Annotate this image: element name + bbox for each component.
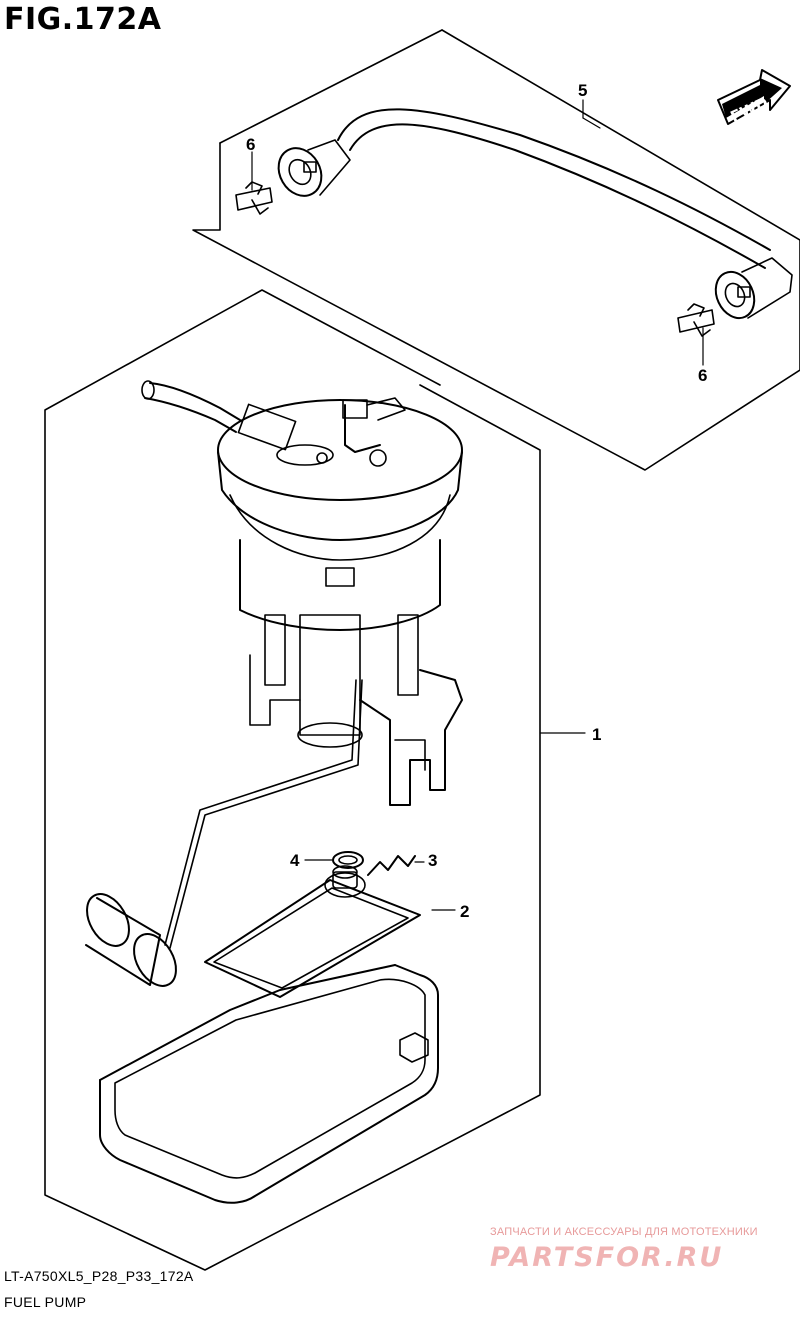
leader-lines [251,99,704,911]
pump-assembly-panel [44,289,541,1271]
callouts: 5 6 6 1 2 3 4 [246,81,707,921]
o-ring [332,851,364,869]
callout-4: 4 [290,851,300,870]
callout-1: 1 [592,725,601,744]
filter-plate [204,865,421,998]
hose-clamp-upper [235,181,273,215]
fuel-pump [85,380,463,987]
callout-2: 2 [460,902,469,921]
diagram-code: LT-A750XL5_P28_P33_172A [4,1268,194,1284]
diagram-name: FUEL PUMP [4,1294,87,1310]
watermark-tagline: ЗАПЧАСТИ И АКСЕССУАРЫ ДЛЯ МОТОТЕХНИКИ [490,1226,758,1238]
figure-title: FIG.172A [4,2,162,37]
hose-clamp-lower [677,303,715,337]
watermark-logo: PARTSFOR.RU [490,1242,724,1273]
fuel-hose [277,108,793,320]
callout-3: 3 [428,851,437,870]
callout-6-upper: 6 [246,135,255,154]
retainer-clip [367,855,416,876]
tray [99,964,439,1204]
hose-panel [192,29,800,471]
fwd-arrow-icon: FWD [717,69,791,126]
callout-6-lower: 6 [698,366,707,385]
callout-5: 5 [578,81,587,100]
